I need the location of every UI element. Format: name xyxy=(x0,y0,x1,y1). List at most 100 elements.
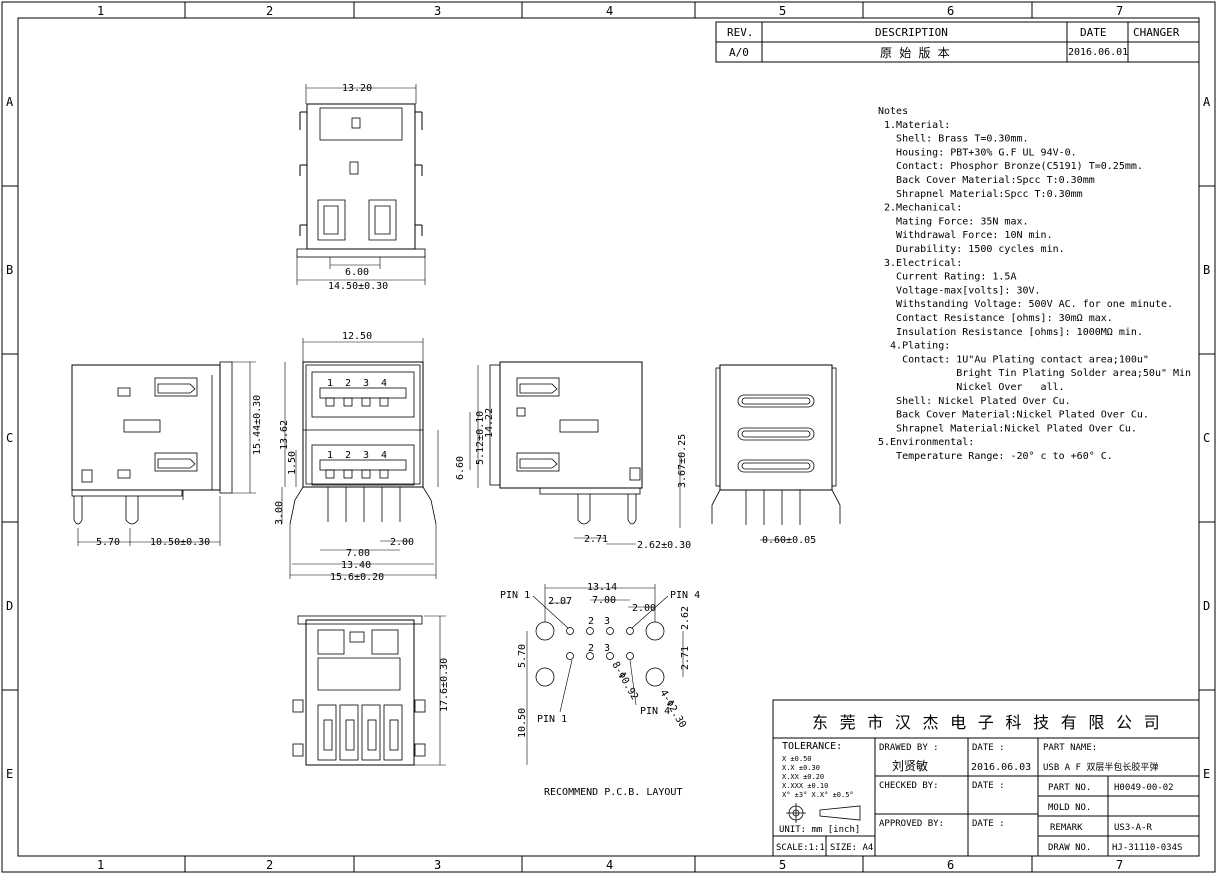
dim-rside-h: 14.22 xyxy=(484,408,495,438)
note-line: Contact: 1U"Au Plating contact area;100u… xyxy=(878,354,1149,365)
row-label-b: B xyxy=(6,263,13,277)
approved-date-label: DATE : xyxy=(972,819,1005,829)
bottom-view: 17.6±0.30 xyxy=(292,615,450,766)
front-view: 1 2 3 4 1 2 3 4 12.50 13.62 1.50 3.00 6.… xyxy=(274,331,486,583)
dim-rside-b2: 2.62±0.30 xyxy=(637,540,691,551)
dim-front-b3: 13.40 xyxy=(341,560,371,571)
tolerance-1: X.X ±0.30 xyxy=(782,764,820,772)
note-line: Durability: 1500 cycles min. xyxy=(878,244,1065,255)
row-label-c-right: C xyxy=(1203,431,1210,445)
unit-label: UNIT: mm [inch] xyxy=(779,825,860,835)
note-line: 4.Plating: xyxy=(878,341,950,352)
front-pin-bot-4: 4 xyxy=(381,450,387,461)
row-label-e-right: E xyxy=(1203,767,1210,781)
pcb-num-3: 3 xyxy=(604,616,610,627)
note-line: Shrapnel Material:Nickel Plated Over Cu. xyxy=(878,423,1137,434)
note-line: Contact: Phosphor Bronze(C5191) T=0.25mm… xyxy=(878,161,1143,172)
scale-label: SCALE:1:1 xyxy=(776,843,825,853)
note-line: Housing: PBT+30% G.F UL 94V-0. xyxy=(878,147,1077,158)
pcb-layout-title: RECOMMEND P.C.B. LAYOUT xyxy=(544,787,682,798)
row-label-a: A xyxy=(6,95,14,109)
dim-side-height: 15.44±0.30 xyxy=(252,395,263,455)
dim-top-total: 14.50±0.30 xyxy=(328,281,388,292)
draw-no-value: HJ-31110-034S xyxy=(1112,843,1182,853)
approved-by-label: APPROVED BY: xyxy=(879,819,944,829)
pcb-pin4-bottom: PIN 4 xyxy=(640,706,670,717)
pcb-pin1-bottom: PIN 1 xyxy=(537,714,567,725)
row-label-c: C xyxy=(6,431,13,445)
note-line: 5.Environmental: xyxy=(878,437,974,448)
dim-back-b: 0.60±0.05 xyxy=(762,535,816,546)
note-line: Withdrawal Force: 10N min. xyxy=(878,230,1053,241)
note-line: Current Rating: 1.5A xyxy=(878,272,1016,283)
dim-top-pitch: 6.00 xyxy=(345,267,369,278)
tolerance-0: X ±0.50 xyxy=(782,755,812,763)
dim-pcb-b: 7.00 xyxy=(592,595,616,606)
note-line: Insulation Resistance [ohms]: 1000MΩ min… xyxy=(878,327,1143,338)
drawn-by-label: DRAWED BY : xyxy=(879,743,939,753)
dim-pcb-c: 2.00 xyxy=(632,603,656,614)
front-pin-top-2: 2 xyxy=(345,378,351,389)
dim-front-b1: 7.00 xyxy=(346,548,370,559)
dim-side-left: 5.70 xyxy=(96,537,120,548)
row-label-d: D xyxy=(6,599,13,613)
remark-value: US3-A-R xyxy=(1114,823,1153,833)
dim-front-top: 12.50 xyxy=(342,331,372,342)
dim-front-b2: 2.00 xyxy=(390,537,414,548)
tolerance-3: X.XXX ±0.10 xyxy=(782,782,828,790)
pcb-num-2: 2 xyxy=(588,616,594,627)
note-line: Shell: Brass T=0.30mm. xyxy=(878,134,1029,145)
row-label-b-right: B xyxy=(1203,263,1210,277)
note-line: Bright Tin Plating Solder area;50u" Min xyxy=(878,368,1191,379)
col-label-5-bottom: 5 xyxy=(779,858,786,872)
right-side-view: 14.22 3.67±0.25 2.71 2.62±0.30 xyxy=(477,361,691,551)
remark-label: REMARK xyxy=(1050,823,1083,833)
changer-header: CHANGER xyxy=(1133,26,1180,39)
dim-pcb-a: 2.07 xyxy=(548,596,572,607)
projection-symbol-icon xyxy=(786,803,861,823)
drawn-by-value: 刘贤敏 xyxy=(892,758,928,773)
note-line: Voltage-max[volts]: 30V. xyxy=(878,285,1041,296)
revision-table: REV. DESCRIPTION DATE CHANGER A/0 原 始 版 … xyxy=(715,21,1200,63)
note-line: Nickel Over all. xyxy=(878,382,1065,393)
pcb-layout: 2 3 2 3 13.14 2.07 7.00 2.00 PIN 1 PIN 4… xyxy=(500,582,700,798)
front-pin-bot-2: 2 xyxy=(345,450,351,461)
note-line: Withstanding Voltage: 500V AC. for one m… xyxy=(878,299,1173,310)
col-label-5: 5 xyxy=(779,4,786,18)
col-label-1-bottom: 1 xyxy=(97,858,104,872)
col-label-3: 3 xyxy=(434,4,441,18)
rev-header: REV. xyxy=(727,26,754,39)
note-line: Contact Resistance [ohms]: 30mΩ max. xyxy=(878,313,1113,324)
note-line: Shrapnel Material:Spcc T:0.30mm xyxy=(878,189,1083,200)
col-label-6-bottom: 6 xyxy=(947,858,954,872)
note-line: Temperature Range: -20° c to +60° C. xyxy=(878,451,1113,462)
col-label-7-bottom: 7 xyxy=(1116,858,1123,872)
col-label-6: 6 xyxy=(947,4,954,18)
note-line: Back Cover Material:Nickel Plated Over C… xyxy=(878,410,1149,421)
checked-date-label: DATE : xyxy=(972,781,1005,791)
front-pin-bot-3: 3 xyxy=(363,450,369,461)
note-line: 2.Mechanical: xyxy=(878,203,962,214)
col-label-2: 2 xyxy=(266,4,273,18)
dim-front-h3: 3.00 xyxy=(274,501,285,525)
tolerance-label: TOLERANCE: xyxy=(782,741,842,752)
pcb-pin1-top: PIN 1 xyxy=(500,590,530,601)
col-label-7: 7 xyxy=(1116,4,1123,18)
notes-block: Notes 1.Material: Shell: Brass T=0.30mm.… xyxy=(878,106,1191,462)
checked-by-label: CHECKED BY: xyxy=(879,781,939,791)
dim-pcb-v4: 10.50 xyxy=(517,708,528,738)
front-pin-top-4: 4 xyxy=(381,378,387,389)
dim-front-b4: 15.6±0.20 xyxy=(330,572,384,583)
description-header: DESCRIPTION xyxy=(875,26,948,39)
dim-front-h5: 5.12±0.10 xyxy=(475,411,486,465)
dim-bottom-h: 17.6±0.30 xyxy=(439,658,450,712)
top-view: 13.20 6.00 14.50±0.30 xyxy=(296,83,426,292)
pcb-pin4-top: PIN 4 xyxy=(670,590,700,601)
pcb-num-2b: 2 xyxy=(588,643,594,654)
rev-value: A/0 xyxy=(729,46,749,59)
note-line: Back Cover Material:Spcc T:0.30mm xyxy=(878,175,1095,186)
size-label: SIZE: A4 xyxy=(830,843,873,853)
left-side-view: 15.44±0.30 5.70 10.50±0.30 xyxy=(71,361,263,548)
col-label-1: 1 xyxy=(97,4,104,18)
